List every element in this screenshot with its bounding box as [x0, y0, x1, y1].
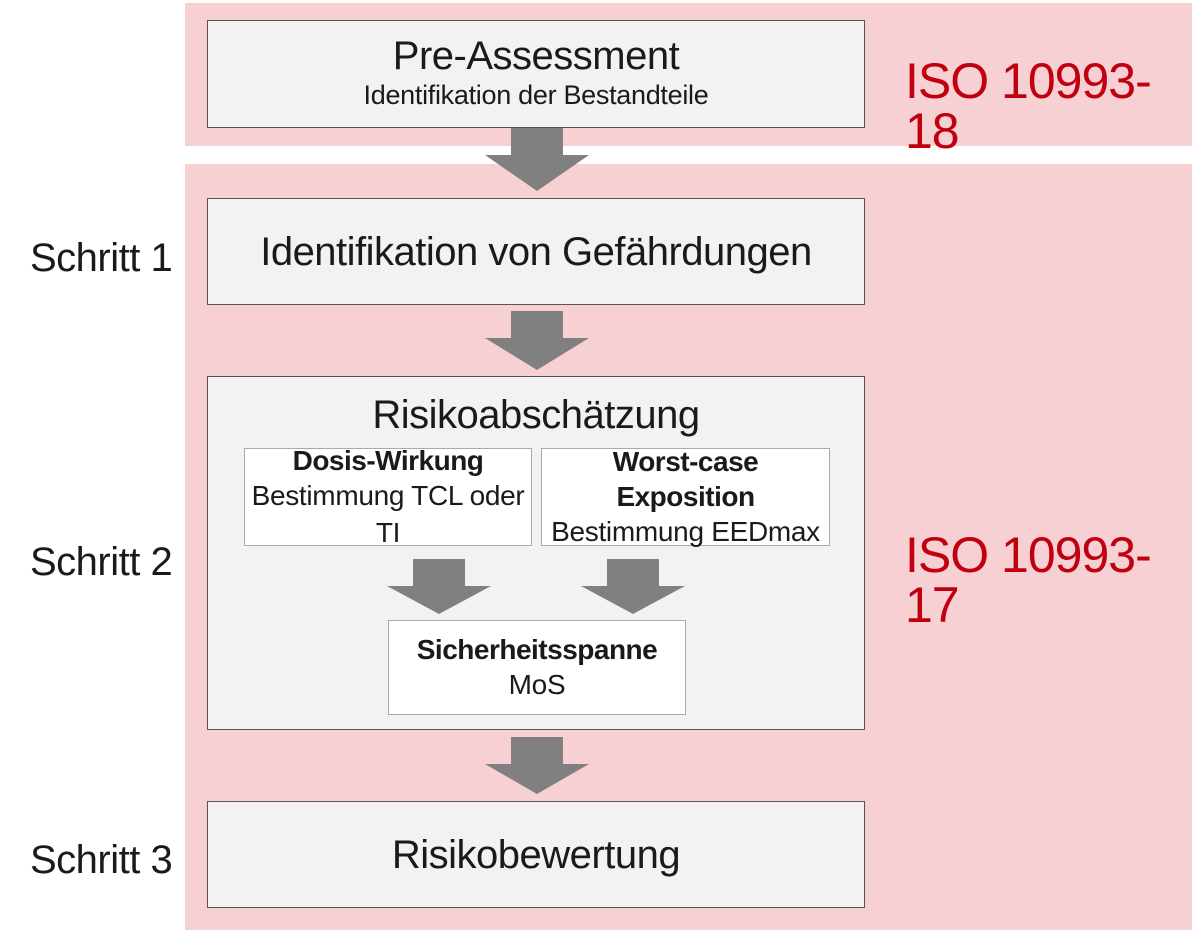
step-1-label: Schritt 1: [30, 236, 173, 280]
hazard-identification-title: Identifikation von Gefährdungen: [260, 229, 812, 274]
dose-response-title: Dosis-Wirkung: [292, 445, 484, 477]
hazard-identification-box: Identifikation von Gefährdungen: [207, 198, 865, 305]
risk-estimation-title: Risikoabschätzung: [372, 393, 700, 437]
pre-assessment-title: Pre-Assessment: [392, 34, 680, 79]
dose-response-box: Dosis-Wirkung Bestimmung TCL oder TI: [244, 445, 532, 548]
step-2-label: Schritt 2: [30, 540, 173, 584]
worst-case-exposure-detail: Bestimmung EEDmax: [551, 515, 820, 547]
risk-evaluation-box: Risikobewertung: [207, 801, 865, 908]
margin-of-safety-title: Sicherheitsspanne: [416, 633, 658, 665]
step-3-label: Schritt 3: [30, 838, 173, 882]
arrow-down-icon: [485, 737, 589, 794]
margin-of-safety-box: Sicherheitsspanne MoS: [388, 620, 686, 715]
iso-10993-17-label: ISO 10993-17: [905, 527, 1152, 633]
risk-evaluation-title: Risikobewertung: [391, 832, 681, 877]
dose-response-detail: Bestimmung TCL oder TI: [251, 480, 525, 548]
pre-assessment-subtitle: Identifikation der Bestandteile: [363, 80, 709, 111]
worst-case-exposure-box: Worst-case Exposition Bestimmung EEDmax: [541, 446, 830, 547]
arrow-down-icon: [387, 559, 491, 614]
margin-of-safety-detail: MoS: [508, 668, 566, 700]
iso-10993-18-label: ISO 10993-18: [905, 53, 1152, 159]
arrow-down-icon: [485, 311, 589, 370]
arrow-down-icon: [581, 559, 685, 614]
pre-assessment-box: Pre-Assessment Identifikation der Bestan…: [207, 20, 865, 128]
worst-case-exposure-title: Worst-case Exposition: [612, 445, 759, 512]
arrow-down-icon: [485, 128, 589, 191]
